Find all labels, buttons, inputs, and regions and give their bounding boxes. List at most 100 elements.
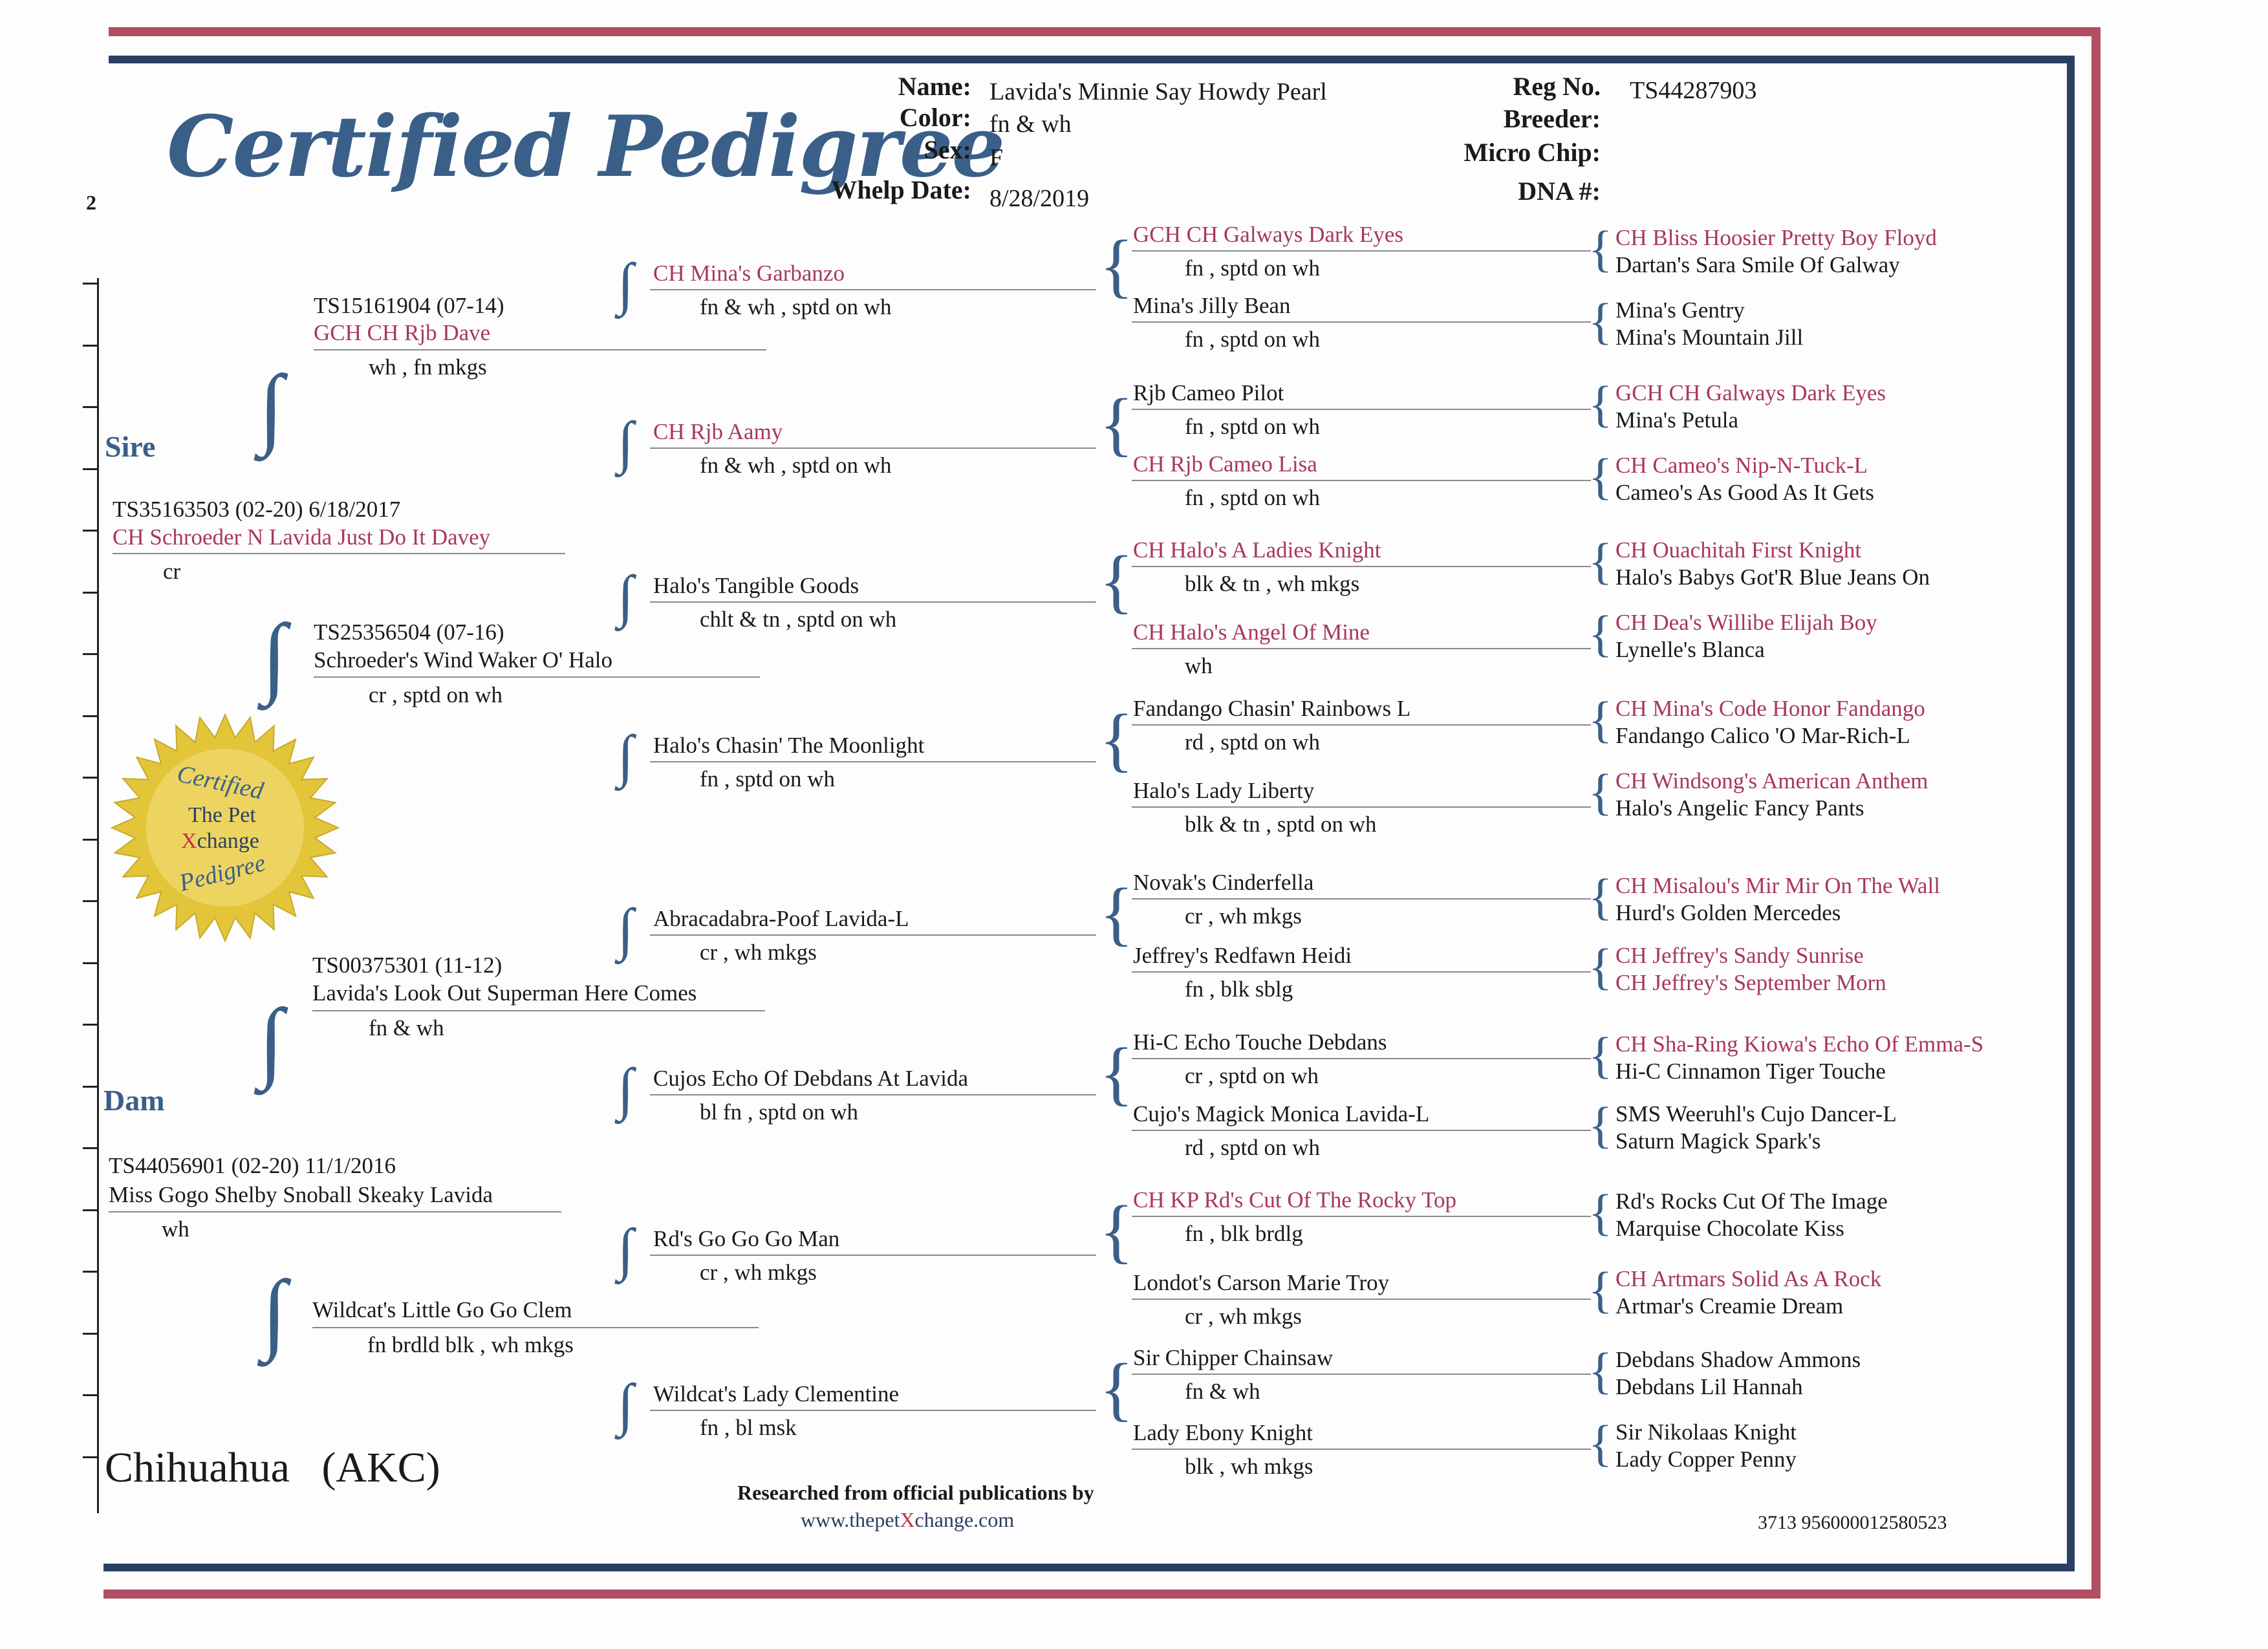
gen3-brace-icon: ∫	[618, 1218, 634, 1282]
gen5-name: CH Misalou's Mir Mir On The Wall	[1615, 873, 1940, 898]
gen4-name: Hi-C Echo Touche Debdans	[1133, 1029, 1387, 1055]
gen4-underline	[1132, 1216, 1591, 1217]
frame-red-top	[109, 27, 2101, 36]
gen5-name: Cameo's As Good As It Gets	[1615, 480, 1875, 505]
gen4-color: blk , wh mkgs	[1185, 1454, 1313, 1479]
gen5-name: Marquise Chocolate Kiss	[1615, 1216, 1844, 1241]
gen2-name: Lavida's Look Out Superman Here Comes	[312, 980, 697, 1006]
seal-line2: The Pet	[188, 803, 256, 827]
sire-underline	[113, 553, 565, 554]
gen4-name: Sir Chipper Chainsaw	[1133, 1345, 1334, 1370]
gen4-name: Londot's Carson Marie Troy	[1133, 1270, 1390, 1295]
gen4-color: fn , sptd on wh	[1185, 327, 1321, 352]
website-x: X	[900, 1508, 915, 1531]
ruler-tick	[83, 1456, 98, 1458]
gen3-color: fn , bl msk	[700, 1415, 797, 1440]
ruler-tick	[83, 715, 98, 717]
gen3-underline	[650, 1094, 1096, 1095]
gen4-color: fn & wh	[1185, 1379, 1260, 1404]
gen4-brace-icon: {	[1099, 700, 1134, 779]
gen5-name: Lady Copper Penny	[1615, 1447, 1797, 1472]
ruler-tick	[83, 1024, 98, 1026]
gen3-underline	[650, 761, 1096, 762]
gen4-name: Mina's Jilly Bean	[1133, 293, 1291, 318]
sex-value: F	[989, 144, 1004, 171]
gen5-brace-icon: {	[1588, 1415, 1613, 1471]
gen5-name: Mina's Gentry	[1615, 297, 1745, 323]
website-link[interactable]: www.thepetXchange.com	[801, 1508, 1014, 1532]
gen4-name: Halo's Lady Liberty	[1133, 778, 1315, 803]
website-post: change.com	[914, 1508, 1015, 1531]
gen4-color: fn , sptd on wh	[1185, 255, 1321, 281]
gen4-color: wh	[1185, 653, 1213, 678]
gen5-name: CH Dea's Willibe Elijah Boy	[1615, 610, 1877, 635]
sire-label: Sire	[105, 430, 156, 463]
gen4-color: fn , sptd on wh	[1185, 485, 1321, 510]
gen4-brace-icon: {	[1099, 226, 1134, 305]
ruler-tick	[83, 653, 98, 655]
gen3-name: Wildcat's Lady Clementine	[653, 1381, 900, 1406]
gen5-name: Debdans Lil Hannah	[1615, 1374, 1803, 1399]
gen4-underline	[1132, 566, 1591, 567]
gen5-name: CH Artmars Solid As A Rock	[1615, 1266, 1882, 1291]
gen4-color: cr , wh mkgs	[1185, 1304, 1302, 1329]
gen2-color: fn brdld blk , wh mkgs	[367, 1332, 574, 1357]
ruler-tick	[83, 591, 98, 594]
gen5-name: Saturn Magick Spark's	[1615, 1128, 1821, 1154]
gen5-brace-icon: {	[1588, 1097, 1613, 1153]
dam-reg: TS44056901 (02-20) 11/1/2016	[109, 1153, 396, 1178]
gen3-brace-icon: ∫	[618, 252, 634, 316]
seal-line3: Xchange	[181, 829, 259, 854]
gen4-color: fn , blk brdlg	[1185, 1221, 1303, 1246]
gen5-name: Halo's Angelic Fancy Pants	[1615, 795, 1864, 821]
gen3-color: fn & wh , sptd on wh	[700, 294, 892, 319]
gen3-color: cr , wh mkgs	[700, 1260, 817, 1285]
ruler-tick	[83, 1271, 98, 1273]
gen4-color: rd , sptd on wh	[1185, 729, 1321, 755]
certified-seal: Certified The Pet Xchange Pedigree	[109, 711, 341, 944]
left-ruler	[97, 278, 99, 1513]
sire-reg: TS35163503 (02-20) 6/18/2017	[113, 497, 401, 522]
whelp-value: 8/28/2019	[989, 185, 1090, 212]
gen2-brace-icon: ∫	[259, 991, 284, 1091]
gen3-name: Cujos Echo Of Debdans At Lavida	[653, 1066, 968, 1091]
gen5-brace-icon: {	[1588, 868, 1613, 925]
gen4-underline	[1132, 1130, 1591, 1131]
frame-navy-bottom	[103, 1564, 2075, 1571]
gen5-name: Dartan's Sara Smile Of Galway	[1615, 252, 1900, 277]
gen4-name: CH Rjb Cameo Lisa	[1133, 451, 1317, 477]
page-number: 2	[86, 191, 96, 214]
sex-label: Sex:	[923, 135, 971, 164]
gen4-color: cr , wh mkgs	[1185, 903, 1302, 929]
ruler-tick	[83, 962, 98, 964]
dam-color: wh	[162, 1216, 189, 1242]
gen5-name: CH Mina's Code Honor Fandango	[1615, 696, 1925, 721]
frame-navy-top	[109, 56, 2075, 63]
gen3-color: cr , wh mkgs	[700, 940, 817, 965]
gen5-brace-icon: {	[1588, 764, 1613, 820]
gen3-name: CH Mina's Garbanzo	[653, 261, 845, 286]
gen5-name: Lynelle's Blanca	[1615, 637, 1765, 662]
gen3-name: Halo's Chasin' The Moonlight	[653, 733, 925, 758]
gen4-brace-icon: {	[1099, 1191, 1134, 1270]
website-pre: www.thepet	[801, 1508, 900, 1531]
gen2-underline	[312, 1010, 765, 1011]
breeder-label: Breeder:	[1503, 104, 1601, 133]
gen4-brace-icon: {	[1099, 874, 1134, 953]
gen4-underline	[1132, 1374, 1591, 1375]
gen3-brace-icon: ∫	[618, 1373, 634, 1437]
gen3-color: bl fn , sptd on wh	[700, 1099, 858, 1125]
breed-label: Chihuahua (AKC)	[105, 1444, 440, 1491]
gen3-underline	[650, 447, 1096, 449]
frame-red-right	[2091, 27, 2101, 1599]
gen3-underline	[650, 289, 1096, 290]
gen5-name: CH Cameo's Nip-N-Tuck-L	[1615, 453, 1868, 478]
ruler-tick	[83, 406, 98, 408]
reg-value: TS44287903	[1630, 77, 1757, 104]
name-value: Lavida's Minnie Say Howdy Pearl	[989, 78, 1327, 105]
gen2-name: Schroeder's Wind Waker O' Halo	[314, 647, 612, 673]
ruler-tick	[83, 838, 98, 841]
gen4-underline	[1132, 1299, 1591, 1300]
gen4-name: GCH CH Galways Dark Eyes	[1133, 222, 1403, 247]
color-value: fn & wh	[989, 111, 1072, 138]
